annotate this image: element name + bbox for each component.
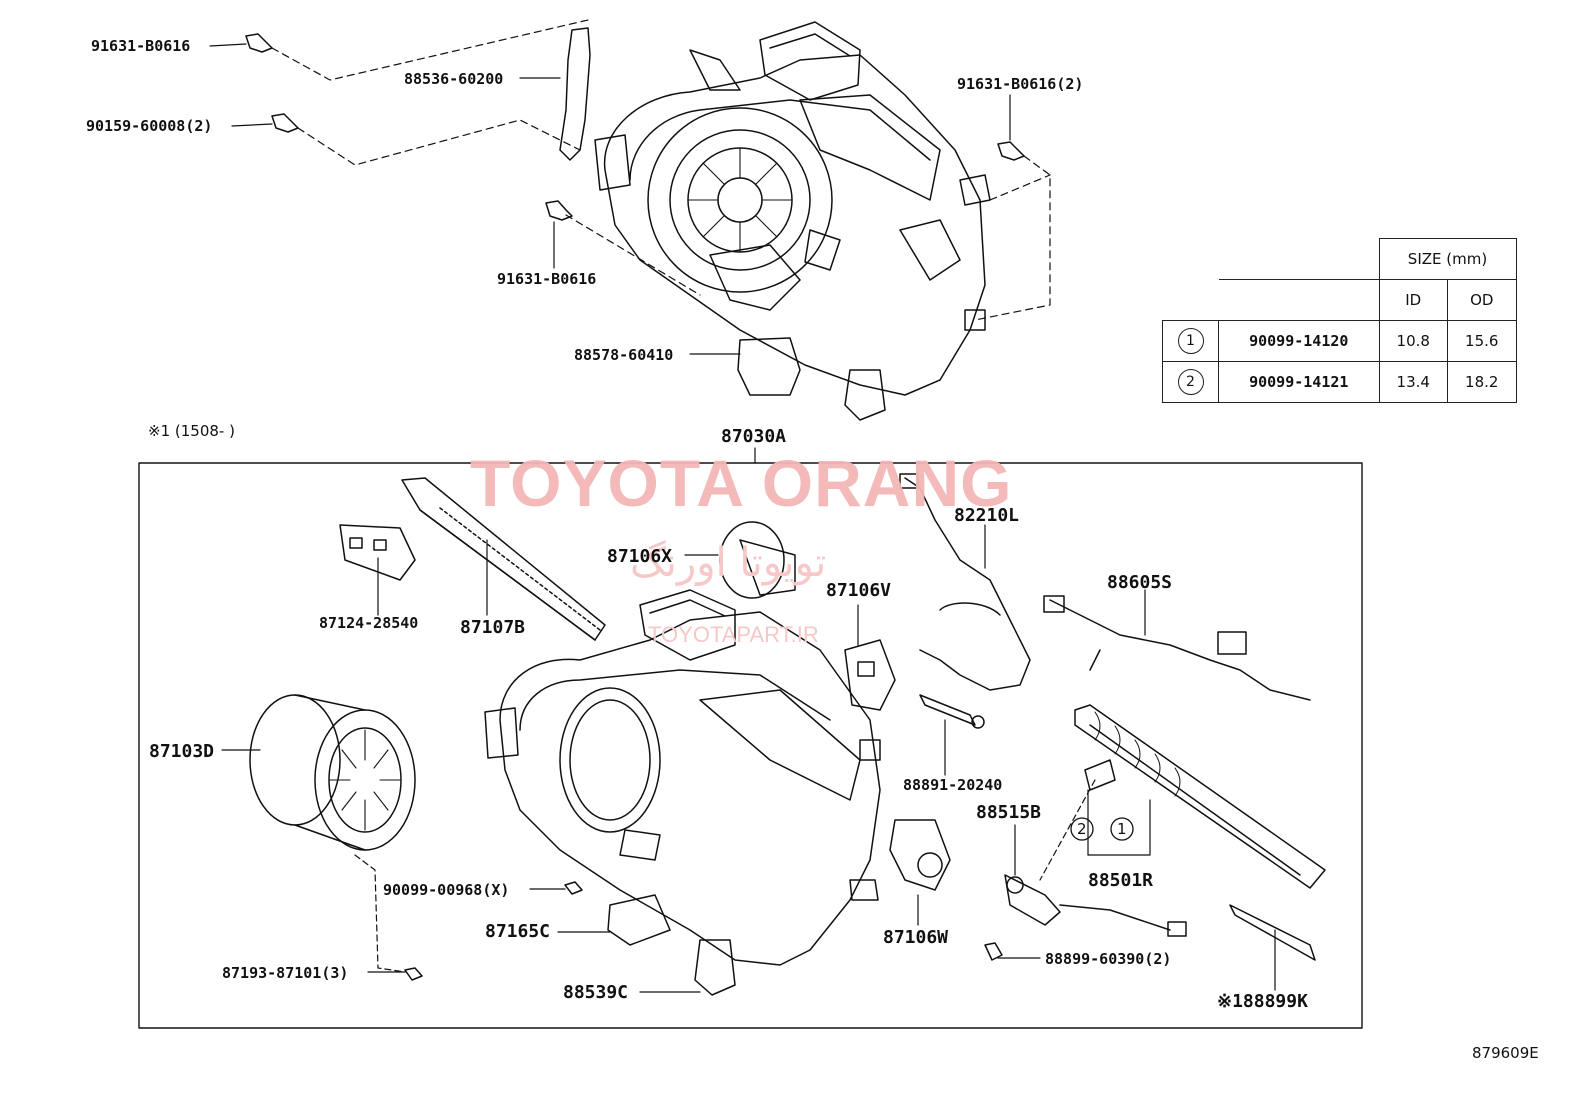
sensor-part [919,694,985,776]
callout-two: 2 [1077,820,1087,838]
watermark-url: TOYOTAPART.IR [648,622,819,647]
harness-s-part [1043,589,1311,701]
size-row: 2 90099-14121 13.4 18.2 [1162,361,1517,403]
size-col-id: ID [1378,279,1448,321]
label-harness-l: 82210L [954,505,1020,526]
size-row-id: 13.4 [1378,361,1448,403]
label-plate-k: ※188899K [1217,991,1308,1012]
damper-x-part [684,521,796,599]
mark-circle: 2 [1177,369,1204,395]
label-blower: 87103D [149,741,215,762]
size-row-part: 90099-14121 [1218,361,1380,403]
evaporator-part [401,477,606,641]
mark-circle: 1 [1177,328,1204,354]
size-row-od: 15.6 [1447,320,1517,362]
harness-l-part [899,473,1031,691]
note-top: ※1 (1508- ) [148,422,235,440]
label-resistor: 87124-28540 [319,614,419,632]
label-damper-w: 87106W [883,927,949,948]
callout-one: 1 [1117,820,1127,838]
label-evaporator: 87107B [460,617,526,638]
diagram-code: 879609E [1472,1044,1539,1062]
label-drain: 88539C [563,982,629,1003]
label-thermistor: 88515B [976,802,1042,823]
label-bolt-top-left: 91631-B0616 [91,37,191,55]
resistor-part [339,524,416,616]
label-clip: 88899-60390(2) [1045,950,1172,968]
size-row-part: 90099-14120 [1218,320,1380,362]
label-damper-x: 87106X [607,546,673,567]
size-table: SIZE (mm) ID OD 1 90099-14120 10.8 15.6 … [1162,238,1517,403]
label-harness-s: 88605S [1107,572,1173,593]
label-assembly: 87030A [721,426,787,447]
label-bolt-right-2: 91631-B0616(2) [957,75,1084,93]
size-row: 1 90099-14120 10.8 15.6 [1162,320,1517,362]
damper-w-part [889,819,951,926]
watermark-persian: تویوتا اورنگ [630,540,827,586]
plate-part [1229,904,1316,991]
top-blower-unit [245,21,1025,421]
label-sensor: 88891-20240 [903,776,1003,794]
watermark-brand: TOYOTA ORANG [470,446,1013,520]
label-bolt-mid: 91631-B0616 [497,270,597,288]
thermistor-part [1004,824,1187,937]
heater-core-part [1074,704,1326,889]
label-heater-r: 88501R [1088,870,1154,891]
damper-v-part [844,604,896,711]
assembly-frame [138,462,1363,1029]
label-screw-x: 90099-00968(X) [383,881,510,899]
bottom-blower-unit [484,589,881,966]
label-motor-c: 87165C [485,921,551,942]
label-bracket: 88536-60200 [404,70,504,88]
size-row-od: 18.2 [1447,361,1517,403]
size-row-id: 10.8 [1378,320,1448,362]
label-screw-2: 90159-60008(2) [86,117,213,135]
size-col-od: OD [1447,279,1517,321]
small-fasteners [404,881,1003,996]
blower-motor-part [221,694,416,851]
label-damper-v: 87106V [826,580,892,601]
size-header: SIZE (mm) [1378,238,1517,280]
label-fan-screw: 87193-87101(3) [222,964,349,982]
label-amplifier: 88578-60410 [574,346,674,364]
